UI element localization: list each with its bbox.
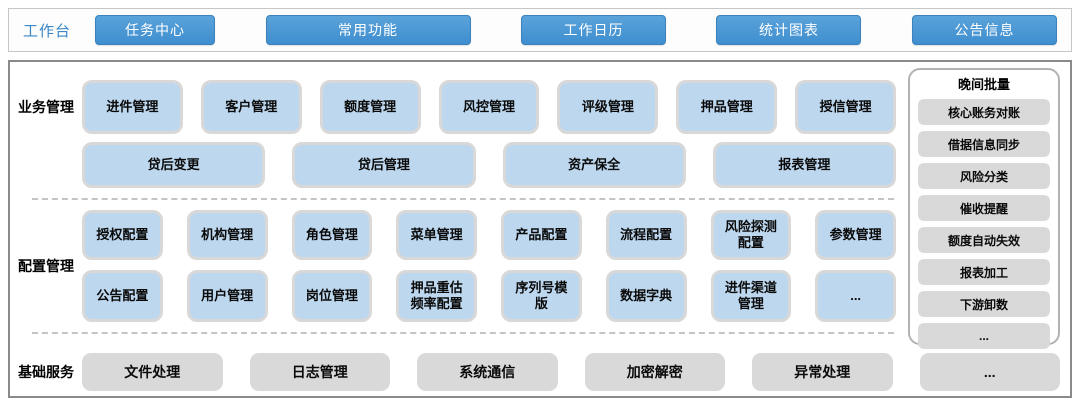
module-button-customer-mgmt[interactable]: 客户管理 bbox=[200, 80, 302, 134]
module-button-config-more[interactable]: ... bbox=[815, 270, 896, 322]
batch-item-report-processing[interactable]: 报表加工 bbox=[918, 259, 1050, 285]
service-button-more[interactable]: ... bbox=[919, 353, 1060, 391]
night-batch-title: 晚间批量 bbox=[957, 77, 1010, 92]
batch-item-risk-classification[interactable]: 风险分类 bbox=[918, 163, 1050, 189]
module-panel-upper: 业务管理 进件管理 客户管理 额度管理 风控管理 评级管理 押品管理 授信管理 bbox=[10, 62, 1060, 349]
service-button-log-mgmt[interactable]: 日志管理 bbox=[249, 353, 390, 391]
module-button-user-mgmt[interactable]: 用户管理 bbox=[186, 270, 268, 322]
module-button-asset-preservation[interactable]: 资产保全 bbox=[502, 142, 686, 188]
workbench-topbar: 工作台 任务中心 常用功能 工作日历 统计图表 公告信息 bbox=[8, 8, 1072, 52]
module-button-role-mgmt[interactable]: 角色管理 bbox=[291, 210, 373, 260]
section-label-base: 基础服务 bbox=[18, 364, 74, 380]
module-button-authorization-config[interactable]: 授权配置 bbox=[82, 210, 163, 260]
module-button-postloan-mgmt[interactable]: 贷后管理 bbox=[292, 142, 476, 188]
module-button-intake-mgmt[interactable]: 进件管理 bbox=[82, 80, 183, 134]
business-rows: 进件管理 客户管理 额度管理 风控管理 评级管理 押品管理 授信管理 贷后变更 … bbox=[82, 80, 897, 188]
divider-business-config bbox=[32, 198, 894, 200]
module-button-process-config[interactable]: 流程配置 bbox=[605, 210, 687, 260]
module-button-credit-mgmt[interactable]: 授信管理 bbox=[795, 80, 897, 134]
module-columns: 业务管理 进件管理 客户管理 额度管理 风控管理 评级管理 押品管理 授信管理 bbox=[10, 62, 897, 345]
module-button-data-dictionary[interactable]: 数据字典 bbox=[605, 270, 687, 322]
workbench-label: 工作台 bbox=[23, 22, 72, 40]
service-button-file-processing[interactable]: 文件处理 bbox=[82, 353, 223, 391]
module-button-collateral-mgmt[interactable]: 押品管理 bbox=[676, 80, 778, 134]
section-label-business: 业务管理 bbox=[18, 99, 74, 115]
module-button-rating-mgmt[interactable]: 评级管理 bbox=[557, 80, 659, 134]
module-button-quota-mgmt[interactable]: 额度管理 bbox=[319, 80, 421, 134]
service-button-encryption-decryption[interactable]: 加密解密 bbox=[584, 353, 725, 391]
module-button-serial-template[interactable]: 序列号模版 bbox=[501, 270, 582, 322]
module-button-risk-control-mgmt[interactable]: 风控管理 bbox=[438, 80, 540, 134]
module-button-org-mgmt[interactable]: 机构管理 bbox=[186, 210, 268, 260]
module-button-report-mgmt[interactable]: 报表管理 bbox=[712, 142, 896, 188]
batch-item-collection-reminder[interactable]: 催收提醒 bbox=[918, 195, 1050, 221]
batch-item-more[interactable]: ... bbox=[918, 323, 1050, 349]
config-row-2: 公告配置 用户管理 岗位管理 押品重估频率配置 序列号模版 数据字典 进件渠道管… bbox=[82, 270, 896, 322]
module-button-product-config[interactable]: 产品配置 bbox=[501, 210, 582, 260]
section-label-config: 配置管理 bbox=[18, 258, 74, 274]
topbar-button-group: 任务中心 常用功能 工作日历 统计图表 公告信息 bbox=[95, 15, 1057, 45]
topbar-button-work-calendar[interactable]: 工作日历 bbox=[520, 15, 666, 45]
business-row-2: 贷后变更 贷后管理 资产保全 报表管理 bbox=[82, 142, 896, 188]
batch-item-quota-auto-expire[interactable]: 额度自动失效 bbox=[918, 227, 1050, 253]
module-button-postloan-change[interactable]: 贷后变更 bbox=[82, 142, 266, 188]
module-button-menu-mgmt[interactable]: 菜单管理 bbox=[396, 210, 477, 260]
module-panel: 业务管理 进件管理 客户管理 额度管理 风控管理 评级管理 押品管理 授信管理 bbox=[8, 60, 1072, 398]
config-row-1: 授权配置 机构管理 角色管理 菜单管理 产品配置 流程配置 风险探测配置 参数管… bbox=[82, 210, 896, 260]
service-button-exception-handling[interactable]: 异常处理 bbox=[752, 353, 893, 391]
batch-item-iou-sync[interactable]: 借据信息同步 bbox=[918, 131, 1050, 157]
module-button-intake-channel-mgmt[interactable]: 进件渠道管理 bbox=[710, 270, 792, 322]
topbar-button-task-center[interactable]: 任务中心 bbox=[95, 15, 216, 45]
business-row-1: 进件管理 客户管理 额度管理 风控管理 评级管理 押品管理 授信管理 bbox=[82, 80, 897, 134]
section-business-management: 业务管理 进件管理 客户管理 额度管理 风控管理 评级管理 押品管理 授信管理 bbox=[10, 80, 897, 188]
batch-item-core-reconciliation[interactable]: 核心账务对账 bbox=[918, 99, 1050, 125]
config-rows: 授权配置 机构管理 角色管理 菜单管理 产品配置 流程配置 风险探测配置 参数管… bbox=[82, 210, 896, 322]
section-base-services: 基础服务 文件处理 日志管理 系统通信 加密解密 异常处理 ... bbox=[10, 353, 1060, 391]
topbar-button-announcements[interactable]: 公告信息 bbox=[911, 15, 1057, 45]
service-button-system-communication[interactable]: 系统通信 bbox=[417, 353, 558, 391]
night-batch-list: 核心账务对账 借据信息同步 风险分类 催收提醒 额度自动失效 报表加工 下游卸数… bbox=[918, 99, 1050, 349]
section-config-management: 配置管理 授权配置 机构管理 角色管理 菜单管理 产品配置 流程配置 风险探测配… bbox=[10, 210, 896, 322]
module-button-collateral-revaluation-config[interactable]: 押品重估频率配置 bbox=[396, 270, 477, 322]
module-button-position-mgmt[interactable]: 岗位管理 bbox=[291, 270, 373, 322]
base-services-row: 文件处理 日志管理 系统通信 加密解密 异常处理 ... bbox=[82, 353, 1060, 391]
module-button-announcement-config[interactable]: 公告配置 bbox=[82, 270, 163, 322]
divider-config-base bbox=[32, 332, 894, 334]
module-button-risk-detection-config[interactable]: 风险探测配置 bbox=[710, 210, 792, 260]
module-button-parameter-mgmt[interactable]: 参数管理 bbox=[815, 210, 896, 260]
night-batch-panel: 晚间批量 核心账务对账 借据信息同步 风险分类 催收提醒 额度自动失效 报表加工… bbox=[908, 68, 1060, 349]
topbar-button-statistics-charts[interactable]: 统计图表 bbox=[716, 15, 862, 45]
topbar-button-common-functions[interactable]: 常用功能 bbox=[265, 15, 471, 45]
batch-item-downstream-unload[interactable]: 下游卸数 bbox=[918, 291, 1050, 317]
